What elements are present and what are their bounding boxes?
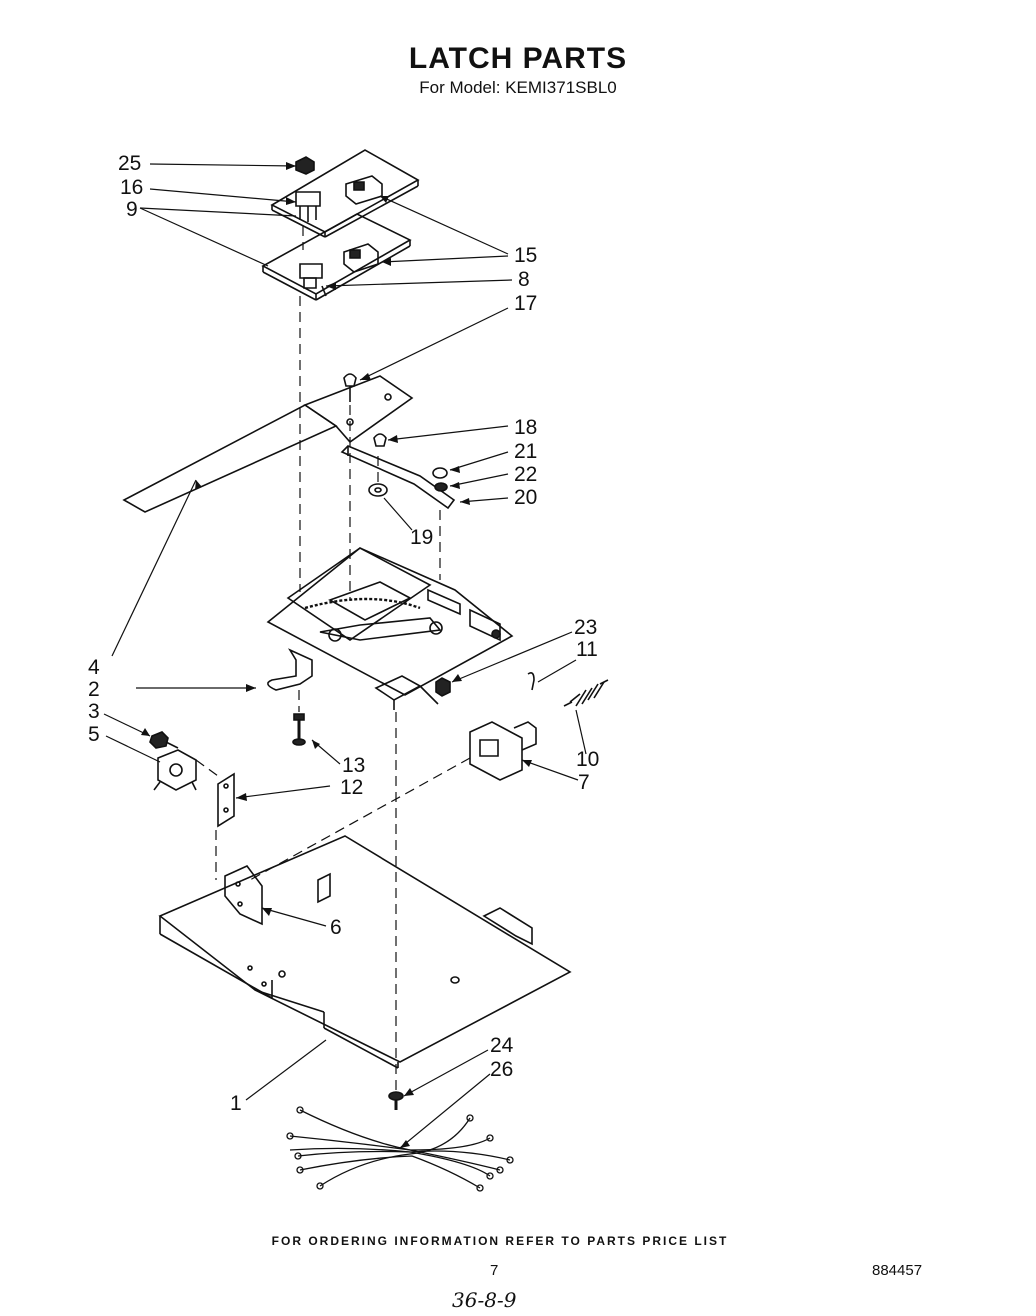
callout-19: 19: [410, 526, 433, 549]
callout-6: 6: [330, 916, 342, 939]
callout-8: 8: [518, 268, 530, 291]
upper-switch-bracket: [272, 150, 418, 237]
ordering-note: FOR ORDERING INFORMATION REFER TO PARTS …: [271, 1234, 729, 1248]
screw-13: [293, 714, 305, 745]
link-arm-20: [342, 446, 454, 508]
callout-10: 10: [576, 748, 599, 771]
callout-9: 9: [126, 198, 138, 221]
pin-11: [528, 673, 534, 690]
callout-4: 4: [88, 656, 100, 679]
base-plate-1: [160, 836, 570, 1068]
callout-23: 23: [574, 616, 597, 639]
switch-8: [300, 264, 326, 296]
nut-23: [436, 678, 450, 696]
washer-21: [433, 468, 447, 478]
washer-19: [369, 484, 387, 496]
callout-1: 1: [230, 1092, 242, 1115]
switch-16: [296, 192, 320, 222]
callout-17: 17: [514, 292, 537, 315]
pin-17: [344, 374, 356, 402]
page-number: 7: [490, 1262, 499, 1279]
wire-harness-26: [287, 1107, 513, 1191]
microswitch-15-lower: [344, 244, 378, 272]
leader-arrowheads: [141, 162, 532, 1148]
callout-12: 12: [340, 776, 363, 799]
callout-15: 15: [514, 244, 537, 267]
callout-7: 7: [578, 771, 590, 794]
lower-switch-bracket: [263, 214, 410, 300]
callout-labels: 25 16 9 15 8 17 18 21 22 20 19 4 2 3 5 2…: [88, 152, 599, 1115]
nut-25: [296, 157, 314, 174]
document-code: 884457: [872, 1262, 923, 1279]
callout-22: 22: [514, 463, 537, 486]
screw-3: [150, 732, 178, 748]
callout-2: 2: [88, 678, 100, 701]
callout-3: 3: [88, 700, 100, 723]
page-title: LATCH PARTS: [408, 42, 628, 75]
handwritten-note: 36-8-9: [452, 1288, 517, 1312]
bracket-12: [218, 774, 234, 826]
latch-lever-4: [124, 376, 412, 512]
spring-10: [564, 680, 608, 706]
latch-plate-2: [268, 548, 512, 710]
bracket-6: [225, 866, 262, 924]
callout-13: 13: [342, 754, 365, 777]
washer-22: [435, 483, 447, 491]
pin-18: [374, 434, 386, 446]
callout-5: 5: [88, 723, 100, 746]
callout-26: 26: [490, 1058, 513, 1081]
switch-5: [154, 750, 196, 790]
callout-18: 18: [514, 416, 537, 439]
alignment-lines: [196, 226, 470, 1090]
callout-11: 11: [576, 638, 598, 661]
screw-24: [389, 1092, 403, 1110]
callout-21: 21: [514, 440, 537, 463]
model-subtitle: For Model: KEMI371SBL0: [419, 78, 617, 97]
callout-24: 24: [490, 1034, 514, 1057]
latch-guide-7: [470, 722, 536, 780]
microswitch-15-upper: [346, 176, 382, 204]
callout-20: 20: [514, 486, 537, 509]
callout-25: 25: [118, 152, 141, 175]
callout-16: 16: [120, 176, 143, 199]
